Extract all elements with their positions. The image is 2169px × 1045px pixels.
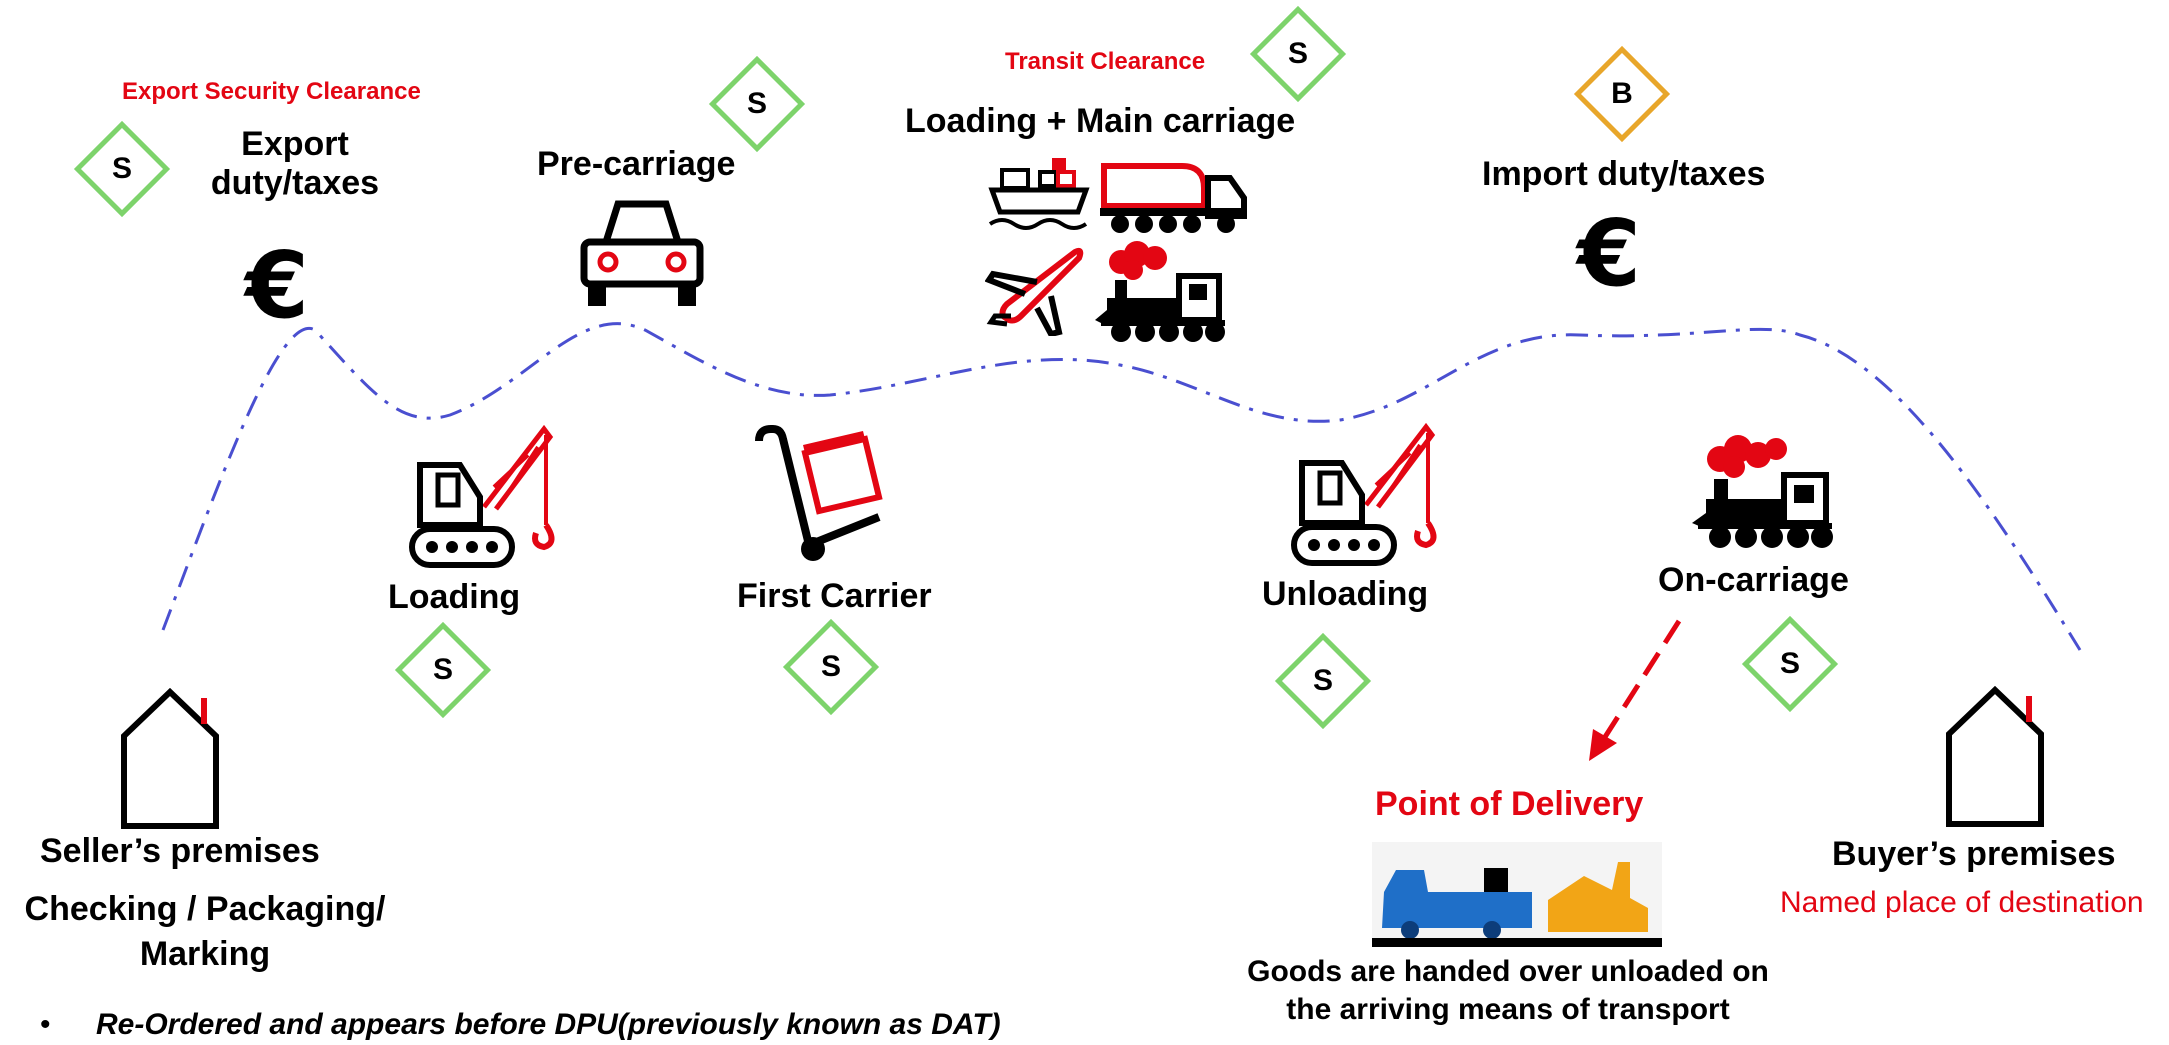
transit-clearance-label: Transit Clearance bbox=[1005, 48, 1206, 75]
import-duty-label: Import duty/taxes bbox=[1482, 155, 1766, 193]
delivery-arrow bbox=[1589, 619, 1682, 761]
loading-label: Loading bbox=[388, 578, 521, 616]
on-carriage-label: On-carriage bbox=[1658, 561, 1849, 599]
truck-icon bbox=[1100, 163, 1247, 233]
export-security-clearance-label: Export Security Clearance bbox=[122, 78, 421, 105]
loading-crane-icon bbox=[409, 425, 555, 568]
buyer-premises-label: Buyer’s premises bbox=[1832, 835, 2116, 873]
footnote-bullet: • bbox=[40, 1008, 51, 1041]
export-duty-label: Export duty/taxes bbox=[210, 125, 380, 202]
main-carriage-label: Loading + Main carriage bbox=[905, 102, 1296, 140]
hand-truck-icon bbox=[755, 425, 883, 561]
delivery-illustration bbox=[1372, 842, 1662, 947]
seller-tasks-label: Checking / Packaging/ Marking bbox=[24, 890, 386, 973]
seller-premises-label: Seller’s premises bbox=[40, 832, 320, 870]
seller-house-icon bbox=[121, 688, 219, 829]
point-of-delivery-label: Point of Delivery bbox=[1375, 785, 1644, 823]
ship-icon bbox=[988, 158, 1090, 230]
first-carrier-label: First Carrier bbox=[737, 577, 932, 615]
footnote-text: Re-Ordered and appears before DPU(previo… bbox=[96, 1008, 1001, 1041]
buyer-house-icon bbox=[1946, 686, 2044, 827]
delivery-description: Goods are handed over unloaded on the ar… bbox=[1247, 955, 1769, 1026]
on-carriage-train-icon bbox=[1692, 435, 1833, 548]
export-euro-icon: € bbox=[245, 232, 310, 339]
import-euro-icon: € bbox=[1577, 200, 1642, 307]
named-place-label: Named place of destination bbox=[1780, 886, 2144, 919]
train-icon bbox=[1095, 241, 1225, 342]
car-icon bbox=[580, 200, 704, 306]
airplane-icon bbox=[985, 247, 1084, 336]
pre-carriage-label: Pre-carriage bbox=[537, 145, 736, 183]
unloading-crane-icon bbox=[1291, 423, 1437, 566]
unloading-label: Unloading bbox=[1262, 575, 1429, 613]
